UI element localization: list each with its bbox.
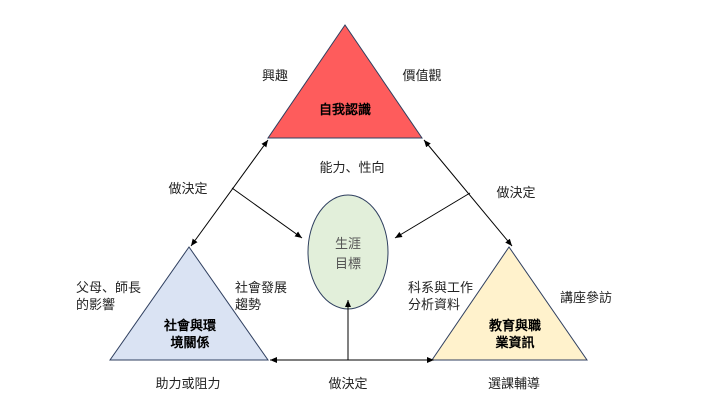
- education-label-line1: 教育與職: [488, 318, 541, 334]
- parents-label-line1: 父母、師長: [76, 281, 141, 296]
- social-label-line1: 社會與環: [163, 318, 217, 334]
- ability-label: 能力、性向: [319, 160, 384, 176]
- trend-label-line2: 趨勢: [235, 298, 261, 313]
- parents-label-line2: 的影響: [76, 297, 115, 313]
- left-connector-arrow: [190, 139, 269, 247]
- help-label: 助力或阻力: [155, 377, 220, 392]
- major-label-line2: 分析資料: [408, 298, 460, 313]
- interest-label: 興趣: [262, 69, 288, 84]
- self-awareness-label: 自我認識: [319, 102, 371, 118]
- social-label-line2: 境關係: [170, 335, 209, 351]
- decide-right-label: 做決定: [496, 186, 535, 201]
- social-environment-triangle: [109, 246, 269, 361]
- career-goal-circle: [307, 194, 389, 310]
- goal-label-line1: 生涯: [335, 237, 361, 252]
- education-career-triangle: [431, 246, 588, 361]
- education-label-line2: 業資訊: [494, 335, 534, 351]
- right-to-goal-arrow: [394, 192, 471, 239]
- decide-left-label: 做決定: [168, 182, 207, 197]
- goal-label-line2: 目標: [335, 257, 361, 272]
- right-connector-arrow: [423, 139, 513, 247]
- left-to-goal-arrow: [231, 187, 303, 239]
- trend-label-line1: 社會發展: [235, 280, 287, 296]
- major-label-line1: 科系與工作: [408, 281, 473, 296]
- values-label: 價值觀: [402, 68, 441, 84]
- self-awareness-triangle: [267, 24, 423, 139]
- lecture-label: 講座參訪: [560, 290, 612, 306]
- decide-bottom-label: 做決定: [328, 377, 367, 392]
- course-label: 選課輔導: [488, 376, 540, 392]
